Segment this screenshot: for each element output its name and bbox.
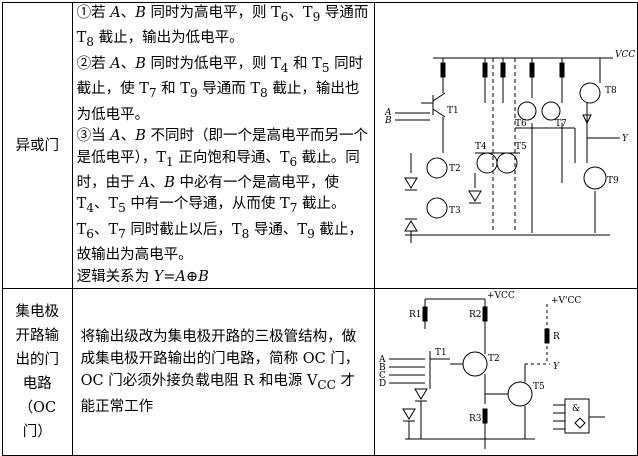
oc-description: 将输出级改为集电极开路的三极管结构，做成集电极开路输出的门电路，简称 OC 门，…	[80, 329, 360, 416]
table-row: 集电极 开路输 出的门 电路 （OC 门） 将输出级改为集电极开路的三极管结构，…	[2, 288, 638, 456]
row-description-oc: 将输出级改为集电极开路的三极管结构，做成集电极开路输出的门电路，简称 OC 门，…	[71, 288, 375, 456]
row-name-line: 电路	[22, 376, 52, 393]
xor-label-T5: T5	[515, 142, 527, 152]
row-name-line: （OC	[18, 400, 57, 417]
xor-label-B: B	[384, 116, 392, 126]
xor-label-T3: T3	[449, 206, 461, 216]
xor-label-T9: T9	[607, 176, 619, 186]
xor-label-A: A	[384, 108, 392, 118]
row-name-line: 开路输	[15, 328, 60, 345]
row-name-xor: 异或门	[2, 1, 73, 290]
xor-circuit-diagram: A B VCC Y T1 T2 T3 T4 T5 T6 T7 T8 T9	[384, 50, 635, 244]
xor-label-T8: T8	[605, 86, 617, 96]
oc-label-T2: T2	[488, 354, 500, 364]
oc-label-R: R	[553, 332, 560, 342]
oc-label-B: B	[379, 363, 386, 373]
oc-label-vcc1: +VCC	[487, 291, 515, 301]
xor-circuit-cell: A B VCC Y T1 T2 T3 T4 T5 T6 T7 T8 T9	[373, 1, 638, 290]
xor-label-T1: T1	[447, 106, 459, 116]
xor-label-Y: Y	[622, 134, 629, 144]
oc-circuit-cell: A B C D +VCC +V'CC R1 R2 R3 R Y T1 T2 T5…	[373, 288, 638, 456]
xor-label-T2: T2	[449, 164, 461, 174]
oc-label-Y: Y	[553, 362, 560, 372]
xor-label-T7: T7	[555, 119, 567, 129]
xor-paragraph-2: ②若 A、B 同时为低电平，则 T4 和 T5 同时截止，使 T7 和 T9 导…	[76, 55, 364, 123]
row-description-xor: ①若 A、B 同时为高电平，则 T6、T9 导通而 T8 截止，输出为低电平。 …	[71, 1, 375, 290]
oc-label-R3: R3	[469, 414, 482, 424]
xor-paragraph-1: ①若 A、B 同时为高电平，则 T6、T9 导通而 T8 截止，输出为低电平。	[76, 5, 369, 50]
xor-label-T6: T6	[515, 119, 527, 129]
oc-circuit-diagram: A B C D +VCC +V'CC R1 R2 R3 R Y T1 T2 T5…	[378, 291, 605, 450]
oc-label-T5: T5	[533, 382, 545, 392]
oc-label-T1: T1	[435, 348, 447, 358]
oc-label-C: C	[379, 371, 386, 381]
row-name-line: 集电极	[15, 304, 60, 321]
oc-label-R1: R1	[409, 310, 422, 320]
row-name-line: 门）	[22, 424, 52, 441]
xor-label-vcc: VCC	[615, 50, 635, 60]
row-name-oc: 集电极 开路输 出的门 电路 （OC 门）	[2, 288, 73, 456]
xor-label-T4: T4	[475, 142, 487, 152]
row-name-text: 异或门	[15, 137, 60, 154]
table-row: 异或门 ①若 A、B 同时为高电平，则 T6、T9 导通而 T8 截止，输出为低…	[2, 1, 638, 290]
oc-label-vcc2: +V'CC	[551, 296, 581, 306]
xor-paragraph-4: 逻辑关系为 Y=A⊕B	[76, 268, 209, 285]
oc-label-R2: R2	[469, 310, 482, 320]
oc-label-A: A	[378, 355, 386, 365]
row-name-line: 出的门	[15, 352, 60, 369]
oc-gate-symbol: &	[572, 404, 580, 414]
xor-paragraph-3: ③当 A、B 不同时（即一个是高电平而另一个是低电平），T1 正向饱和导通、T6…	[76, 128, 368, 264]
oc-label-D: D	[379, 379, 386, 389]
